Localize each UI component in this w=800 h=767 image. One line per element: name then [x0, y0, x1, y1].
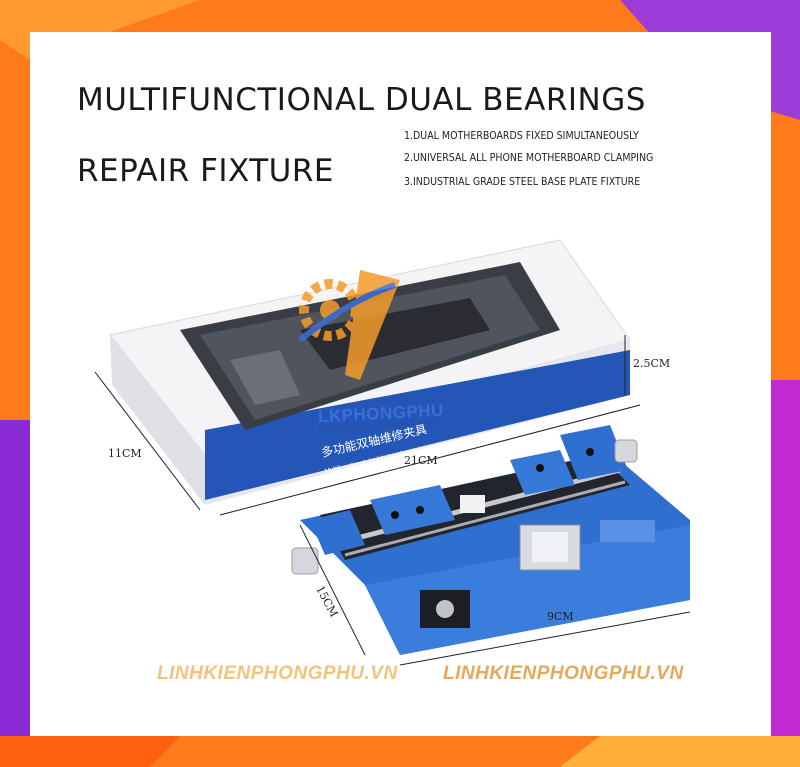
gear-wrench-logo [298, 270, 400, 380]
dimension-fixture-length: 9CM [547, 610, 574, 623]
dimension-box-height: 2.5CM [633, 357, 671, 370]
product-title-line1: MULTIFUNCTIONAL DUAL BEARINGS [77, 82, 646, 118]
dimension-box-length: 21CM [404, 454, 438, 467]
product-title-line2: REPAIR FIXTURE [77, 153, 334, 189]
dimension-lines [94, 335, 691, 666]
repair-fixture [291, 425, 690, 655]
feature-item-2: 2.UNIVERSAL ALL PHONE MOTHERBOARD CLAMPI… [404, 152, 654, 164]
watermark-left: LINHKIENPHONGPHU.VN [157, 663, 398, 684]
feature-item-3: 3.INDUSTRIAL GRADE STEEL BASE PLATE FIXT… [404, 176, 641, 188]
watermark-right: LINHKIENPHONGPHU.VN [443, 663, 684, 684]
dimension-box-width: 11CM [108, 447, 142, 460]
feature-item-1: 1.DUAL MOTHERBOARDS FIXED SIMULTANEOUSLY [404, 130, 639, 142]
